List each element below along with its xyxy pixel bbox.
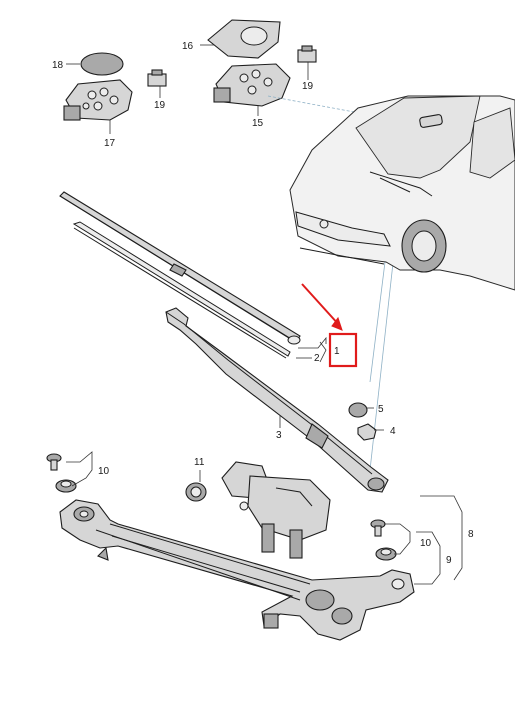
label-2: 2 [314, 353, 320, 364]
label-10-left: 10 [98, 466, 110, 477]
bolt-10-right [370, 519, 386, 537]
label-8: 8 [468, 529, 474, 540]
grommet-10-left [55, 479, 77, 493]
sensor-housing-17 [63, 79, 133, 121]
wiper-blade-1 [59, 191, 301, 345]
label-9: 9 [446, 555, 452, 566]
label-10-right: 10 [420, 538, 432, 549]
label-19-right: 19 [302, 81, 314, 92]
bolt-10-left [46, 453, 62, 471]
highlight-callout [301, 283, 358, 368]
leader-lines [66, 44, 463, 585]
cap-5 [348, 402, 368, 418]
connector-19-right [297, 45, 317, 63]
label-17: 17 [104, 138, 116, 149]
grommet-10-right [375, 547, 397, 561]
car-illustration [289, 95, 515, 291]
sensor-housing-15 [213, 63, 291, 107]
wiper-rubber-2 [72, 221, 291, 359]
nut-4 [357, 423, 377, 441]
rubber-damper-11 [185, 482, 207, 502]
label-3: 3 [276, 430, 282, 441]
sensor-bracket-16 [207, 19, 281, 59]
label-18: 18 [52, 60, 64, 71]
label-16: 16 [182, 41, 194, 52]
connector-19-left [147, 69, 167, 87]
label-4: 4 [390, 426, 396, 437]
label-1: 1 [334, 346, 340, 357]
label-5: 5 [378, 404, 384, 415]
sensor-lens-18 [80, 52, 124, 76]
wiper-motor [221, 461, 331, 559]
label-19-left: 19 [154, 100, 166, 111]
label-11: 11 [194, 457, 205, 468]
label-15: 15 [252, 118, 264, 129]
guide-line-sensor [267, 95, 366, 115]
wiper-arm-3 [165, 307, 389, 493]
wiper-linkage-frame [59, 499, 415, 641]
